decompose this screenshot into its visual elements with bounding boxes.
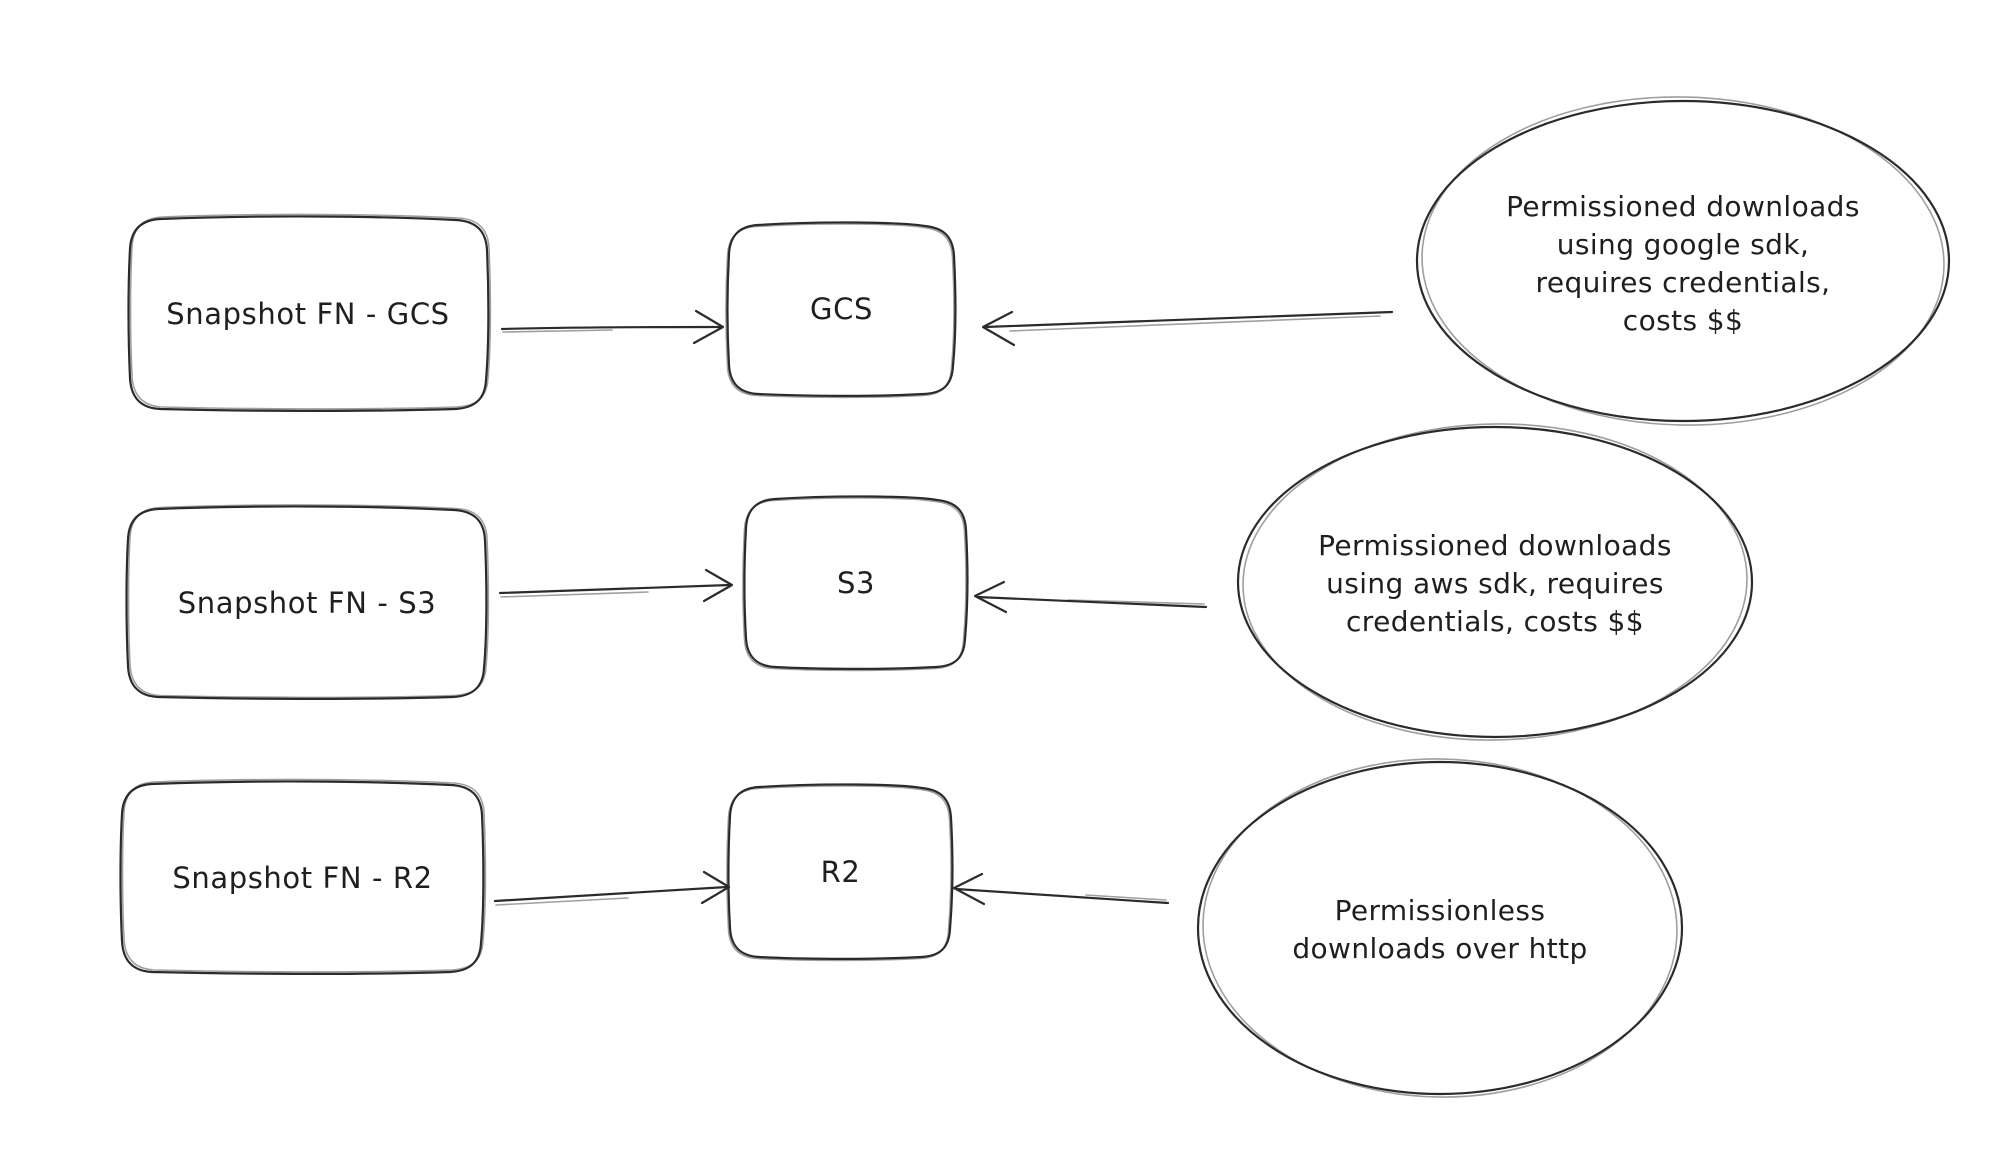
snapshot-gcs-label: Snapshot FN - GCS [166, 296, 450, 331]
note-r2-ellipse [1196, 758, 1684, 1098]
node-r2-box [726, 783, 954, 962]
s3-label: S3 [836, 565, 876, 600]
note-s3-ellipse [1236, 423, 1754, 741]
node-snapshot-gcs-box [127, 213, 492, 412]
arrow-note-to-gcs [981, 310, 1394, 347]
node-snapshot-s3-box [125, 504, 490, 700]
node-s3-box [742, 495, 969, 672]
r2-note-text: Permissionless downloads over http [1292, 894, 1588, 965]
arrow-note-to-r2 [952, 872, 1170, 906]
node-gcs-box [725, 221, 957, 399]
s3-note-text: Permissioned downloads using aws sdk, re… [1318, 529, 1672, 638]
r2-label: R2 [820, 854, 861, 889]
gcs-label: GCS [810, 292, 873, 326]
gcs-note-text: Permissioned downloads using google sdk,… [1506, 190, 1860, 337]
arrow-snapshot-s3-to-s3 [498, 568, 734, 603]
arrow-note-to-s3 [973, 580, 1208, 614]
snapshot-s3-label: Snapshot FN - S3 [177, 585, 437, 620]
arrow-snapshot-r2-to-r2 [493, 870, 731, 906]
note-gcs-ellipse [1415, 96, 1951, 426]
node-snapshot-r2-box [119, 778, 487, 975]
arrow-snapshot-gcs-to-gcs [500, 309, 725, 345]
snapshot-r2-label: Snapshot FN - R2 [172, 860, 433, 895]
